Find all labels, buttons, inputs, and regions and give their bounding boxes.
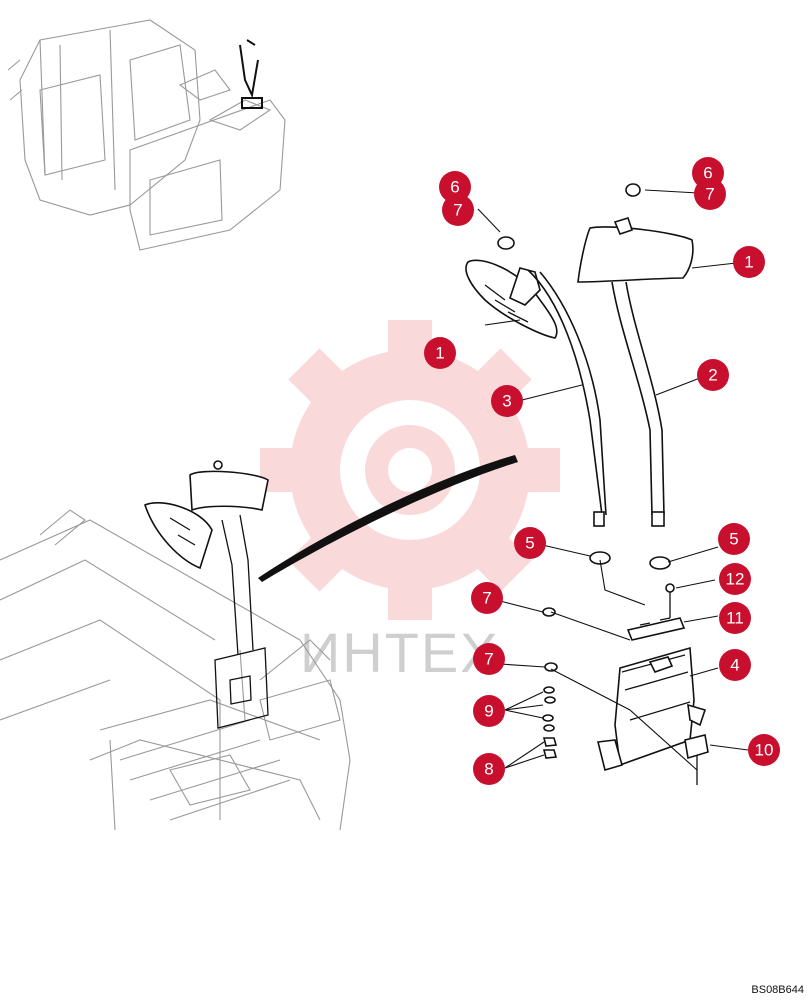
svg-text:12: 12 <box>726 570 745 589</box>
svg-text:2: 2 <box>708 366 717 385</box>
svg-text:5: 5 <box>729 530 738 549</box>
callout-7-left-top: 7 <box>442 194 474 226</box>
callout-7-low: 7 <box>473 643 505 675</box>
callout-3: 3 <box>491 385 523 417</box>
svg-text:7: 7 <box>482 589 491 608</box>
callout-11: 11 <box>719 602 751 634</box>
watermark-gear-logo <box>260 320 560 620</box>
callout-1-left: 1 <box>424 337 456 369</box>
svg-text:4: 4 <box>730 656 739 675</box>
svg-text:11: 11 <box>726 609 744 628</box>
svg-text:7: 7 <box>453 201 462 220</box>
callout-5-right: 5 <box>718 523 750 555</box>
installed-armrest-view <box>0 460 351 831</box>
callout-4: 4 <box>719 649 751 681</box>
svg-text:6: 6 <box>703 164 712 183</box>
svg-text:7: 7 <box>705 185 714 204</box>
callout-2: 2 <box>697 359 729 391</box>
svg-text:7: 7 <box>484 650 493 669</box>
callout-1-right: 1 <box>733 246 765 278</box>
cab-overview-illustration <box>7 19 286 251</box>
svg-text:10: 10 <box>755 741 774 760</box>
callout-8: 8 <box>473 753 505 785</box>
svg-text:5: 5 <box>525 534 534 553</box>
callout-9: 9 <box>473 695 505 727</box>
watermark-text: ИНТЕХ <box>300 621 500 684</box>
svg-text:8: 8 <box>484 760 493 779</box>
svg-text:6: 6 <box>450 178 459 197</box>
drawing-code: BS08B644 <box>751 984 804 996</box>
callout-10: 10 <box>748 734 780 766</box>
svg-text:9: 9 <box>484 702 493 721</box>
callout-7-right-top: 7 <box>694 178 726 210</box>
callout-12: 12 <box>719 563 751 595</box>
detail-pointer-stroke <box>258 455 518 582</box>
svg-text:1: 1 <box>435 344 444 363</box>
right-armrest-assembly <box>577 183 694 527</box>
svg-text:3: 3 <box>502 392 511 411</box>
left-armrest-assembly <box>465 236 607 527</box>
callout-5-left: 5 <box>514 527 546 559</box>
callout-7-mid: 7 <box>471 582 503 614</box>
svg-text:1: 1 <box>744 253 753 272</box>
